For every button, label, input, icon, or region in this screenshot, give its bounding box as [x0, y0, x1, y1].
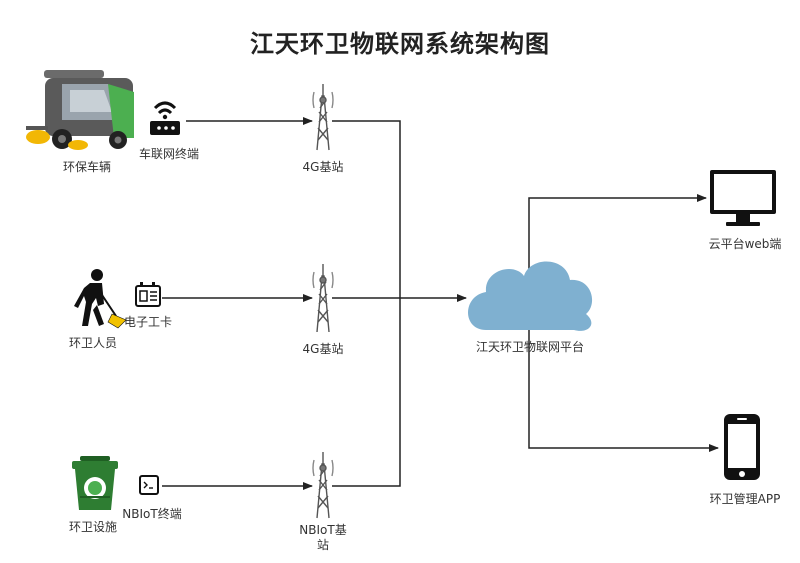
sanitation-worker-icon — [74, 269, 127, 329]
router-icon — [150, 101, 180, 135]
connectors — [162, 117, 719, 490]
cell-tower-icon-1 — [312, 84, 334, 151]
terminal-label-nbiot: NBIoT终端 — [122, 507, 182, 521]
output-label-web: 云平台web端 — [708, 237, 782, 251]
output-label-app: 环卫管理APP — [709, 492, 781, 506]
station-label-3-line2: 站 — [316, 538, 329, 552]
connector-cloud-to-web — [528, 194, 707, 278]
station-label-2: 4G基站 — [302, 342, 344, 356]
source-label-vehicle: 环保车辆 — [62, 160, 111, 174]
terminal-label-vehicle: 车联网终端 — [138, 147, 199, 161]
street-sweeper-icon — [26, 70, 134, 150]
cell-tower-icon-3 — [312, 452, 334, 519]
electronic-badge-icon — [135, 282, 161, 307]
diagram-title: 江天环卫物联网系统架构图 — [250, 30, 550, 58]
source-label-facility: 环卫设施 — [68, 520, 117, 534]
garbage-bin-icon — [72, 456, 118, 510]
cloud-icon — [468, 261, 593, 331]
terminal-label-badge: 电子工卡 — [123, 315, 172, 329]
source-label-worker: 环卫人员 — [68, 336, 117, 350]
smartphone-icon — [724, 414, 760, 480]
station-label-3-line1: NBIoT基 — [299, 523, 347, 537]
platform-label: 江天环卫物联网平台 — [475, 340, 584, 354]
connector-station-1-to-bus — [332, 120, 401, 487]
connector-cloud-to-app — [528, 328, 719, 452]
nbiot-terminal-icon — [139, 475, 159, 495]
station-label-1: 4G基站 — [302, 160, 344, 174]
monitor-icon — [710, 170, 776, 226]
cell-tower-icon-2 — [312, 264, 334, 333]
